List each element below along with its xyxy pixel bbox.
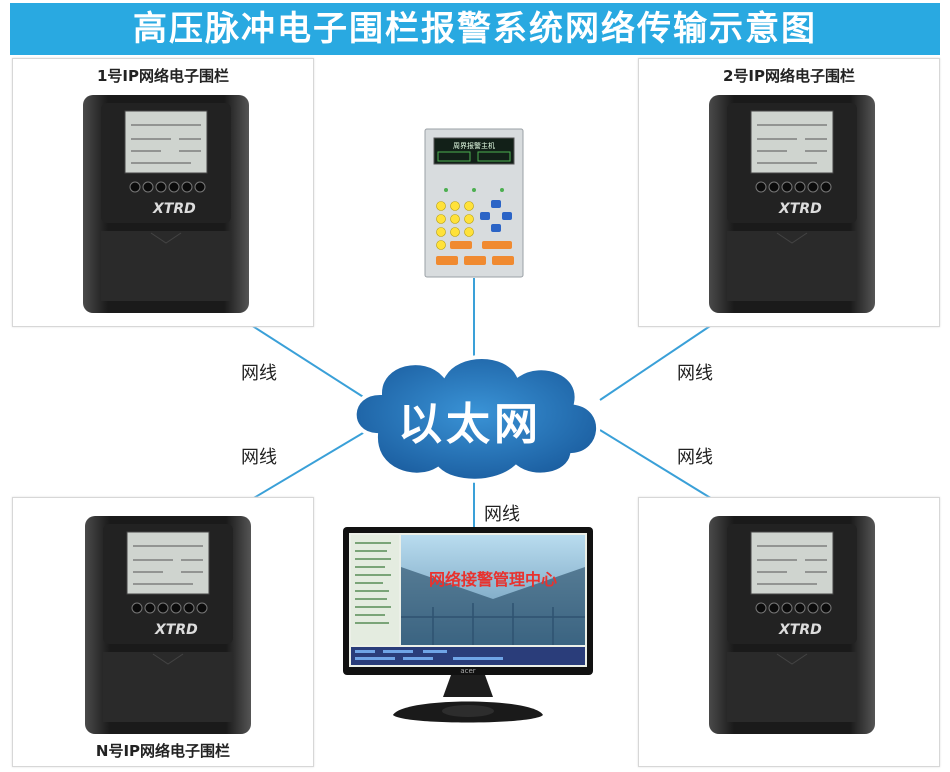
monitor-screen-title: 网络接警管理中心 bbox=[429, 570, 557, 589]
brand-logo: XTRD bbox=[154, 622, 198, 638]
fence-controller-image: XTRD bbox=[81, 93, 251, 315]
monitor-brand: acer bbox=[460, 667, 475, 675]
cable-label: 网线 bbox=[484, 500, 520, 526]
cable-label: 网线 bbox=[677, 443, 713, 469]
alarm-host-keypad: 周界报警主机 bbox=[424, 128, 524, 278]
brand-logo: XTRD bbox=[152, 201, 196, 217]
alarm-host-image: 周界报警主机 bbox=[424, 128, 524, 278]
fence-controller-image: XTRD bbox=[83, 514, 253, 736]
device-panel-n: XTRD N号IP网络电子围栏 bbox=[12, 497, 314, 767]
device-label: 1号IP网络电子围栏 bbox=[13, 65, 313, 86]
fence-controller-image: XTRD bbox=[707, 514, 877, 736]
brand-logo: XTRD bbox=[778, 622, 822, 638]
brand-logo: XTRD bbox=[778, 201, 822, 217]
device-panel-1: 1号IP网络电子围栏 XTRD bbox=[12, 58, 314, 327]
monitor: 网络接警管理中心 acer bbox=[343, 527, 593, 747]
cable-label: 网线 bbox=[241, 443, 277, 469]
device-panel-2: 2号IP网络电子围栏 XTRD bbox=[638, 58, 940, 327]
cable-label: 网线 bbox=[677, 359, 713, 385]
device-label: N号IP网络电子围栏 bbox=[13, 740, 313, 761]
monitor-image: 网络接警管理中心 acer bbox=[343, 527, 593, 747]
host-screen-title: 周界报警主机 bbox=[453, 141, 495, 150]
device-label: 2号IP网络电子围栏 bbox=[639, 65, 939, 86]
ethernet-label: 以太网 bbox=[398, 388, 542, 452]
cable-label: 网线 bbox=[241, 359, 277, 385]
device-panel-4: XTRD bbox=[638, 497, 940, 767]
fence-controller-image: XTRD bbox=[707, 93, 877, 315]
